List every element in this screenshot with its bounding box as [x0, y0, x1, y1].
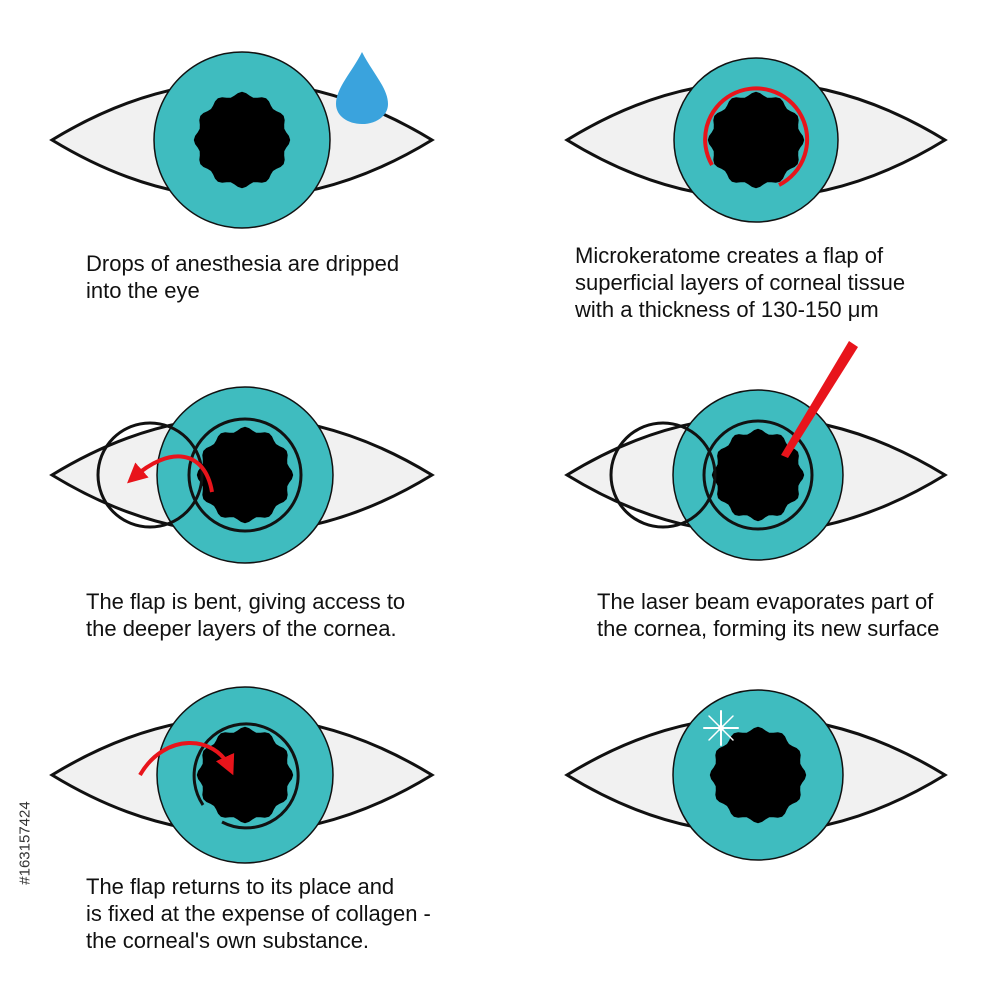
corneal-ring	[187, 417, 303, 533]
pupil	[196, 726, 294, 824]
caption-line: with a thickness of 130-150 μm	[575, 297, 879, 322]
incision-arc-icon	[703, 86, 810, 187]
caption-line: The laser beam evaporates part of	[597, 589, 934, 614]
eye-step-1	[49, 51, 435, 229]
caption-line: The flap returns to its place and	[86, 874, 395, 899]
caption-line: the corneal's own substance.	[86, 928, 370, 953]
eye-step-3	[49, 386, 435, 564]
step-2-caption: Microkeratome creates a flap of superfic…	[575, 242, 905, 323]
caption-line: the deeper layers of the cornea.	[86, 616, 397, 641]
lifted-flap	[96, 421, 204, 529]
laser-beam-icon	[781, 341, 858, 458]
anesthesia-drop-icon	[336, 52, 388, 124]
caption-line: is fixed at the expense of collagen -	[86, 901, 431, 926]
caption-line: Microkeratome creates a flap of	[575, 243, 884, 268]
step-5-caption: The flap returns to its place and is fix…	[86, 873, 431, 954]
caption-line: The flap is bent, giving access to	[86, 589, 406, 614]
caption-line: into the eye	[86, 278, 200, 303]
flap-bend-arrow-icon	[127, 454, 214, 493]
pupil	[707, 91, 805, 189]
stock-id-label: #163157424	[14, 768, 36, 918]
flap-outline	[192, 722, 300, 830]
caption-line: Drops of anesthesia are dripped	[86, 251, 400, 276]
flap-return-arrow-icon	[138, 741, 235, 777]
pupil	[193, 91, 291, 189]
stock-id-text: #163157424	[16, 801, 34, 885]
pupil	[196, 426, 294, 524]
caption-line: the cornea, forming its new surface	[597, 616, 940, 641]
eye-step-4	[564, 341, 948, 561]
corneal-ring	[702, 419, 814, 531]
step-3-caption: The flap is bent, giving access to the d…	[86, 588, 405, 642]
step-1-caption: Drops of anesthesia are dripped into the…	[86, 250, 399, 304]
caption-line: superficial layers of corneal tissue	[575, 270, 906, 295]
eye-step-6	[564, 689, 948, 861]
lifted-flap	[609, 421, 717, 529]
step-4-caption: The laser beam evaporates part of the co…	[597, 588, 939, 642]
eye-step-5	[49, 686, 435, 864]
pupil	[711, 428, 805, 522]
eye-step-2	[564, 57, 948, 223]
sparkle-icon	[703, 710, 739, 746]
pupil	[709, 726, 807, 824]
